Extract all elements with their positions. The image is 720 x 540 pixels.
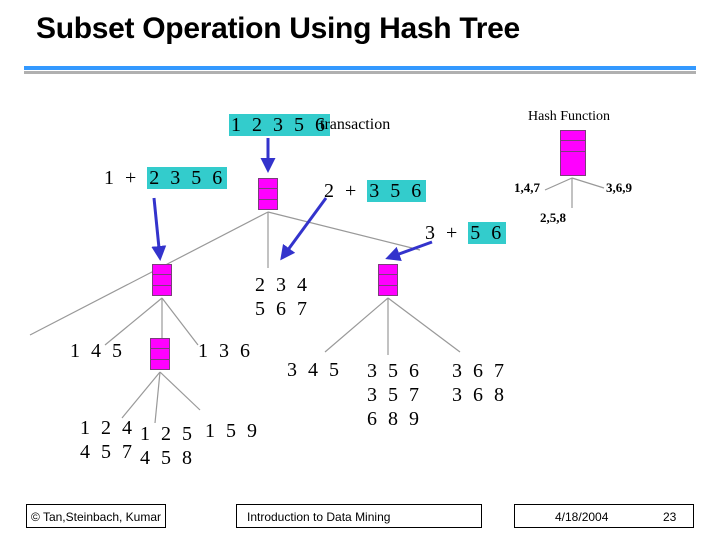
footer-page-number: 23 — [663, 510, 677, 524]
enum-level1-rest: 2 3 5 6 — [147, 167, 228, 189]
hash-branch-369: 3,6,9 — [606, 180, 632, 195]
leaf-136: 1 3 6 — [198, 340, 253, 362]
leaf-125-458: 1 2 5 4 5 8 — [140, 422, 195, 470]
itemset-458: 4 5 8 — [140, 447, 195, 469]
itemset-124: 1 2 4 — [80, 417, 135, 439]
transaction-label: transaction — [320, 116, 391, 133]
enum-level2: 2 + 3 5 6 — [324, 180, 427, 203]
footer-copyright-box: © Tan,Steinbach, Kumar — [26, 504, 166, 528]
itemset-689: 6 8 9 — [367, 408, 422, 430]
itemset-457: 4 5 7 — [80, 441, 135, 463]
enum-level3-prefix: 3 + — [425, 222, 461, 244]
transaction-items-highlight: 1 2 3 5 6 — [229, 114, 330, 136]
itemset-125: 1 2 5 — [140, 423, 195, 445]
footer-date-box: 4/18/2004 23 — [514, 504, 694, 528]
enum-level1: 1 + 2 3 5 6 — [104, 167, 228, 190]
itemset-356: 3 5 6 — [367, 360, 422, 382]
leaf-124-457: 1 2 4 4 5 7 — [80, 416, 135, 464]
title-rule-gray — [24, 71, 696, 74]
enum-level3: 3 + 5 6 — [425, 222, 507, 245]
itemset-367: 3 6 7 — [452, 360, 507, 382]
itemset-357: 3 5 7 — [367, 384, 422, 406]
leaf-234-567: 2 3 4 5 6 7 — [255, 273, 310, 321]
leaf-367-368: 3 6 7 3 6 8 — [452, 359, 507, 407]
enum-level3-rest: 5 6 — [468, 222, 507, 244]
hash-branch-258: 2,5,8 — [540, 210, 566, 225]
enum-level1-prefix: 1 + — [104, 167, 140, 189]
leaf-145: 1 4 5 — [70, 340, 125, 362]
itemset-368: 3 6 8 — [452, 384, 507, 406]
leaf-159: 1 5 9 — [205, 420, 260, 442]
itemset-234: 2 3 4 — [255, 274, 310, 296]
enum-level2-rest: 3 5 6 — [367, 180, 427, 202]
footer-copyright: © Tan,Steinbach, Kumar — [31, 510, 162, 524]
transaction-items: 1 2 3 5 6 — [229, 114, 330, 137]
leaf-345: 3 4 5 — [287, 359, 342, 381]
hash-function-label: Hash Function — [528, 109, 611, 124]
hash-tree-left-left-node — [150, 338, 170, 370]
footer-date: 4/18/2004 — [555, 510, 609, 524]
hash-tree-root-node — [258, 178, 278, 210]
hash-function-node — [560, 130, 586, 176]
slide-title: Subset Operation Using Hash Tree — [36, 12, 520, 45]
hash-branch-147: 1,4,7 — [514, 180, 540, 195]
tree-branches — [29, 177, 605, 424]
leaf-356-357-689: 3 5 6 3 5 7 6 8 9 — [367, 359, 422, 431]
title-rule-blue — [24, 66, 696, 70]
enum-level2-prefix: 2 + — [324, 180, 360, 202]
hash-tree-left-node — [152, 264, 172, 296]
hash-tree-right-node — [378, 264, 398, 296]
footer-course: Introduction to Data Mining — [247, 510, 391, 524]
footer-course-box: Introduction to Data Mining — [236, 504, 482, 528]
itemset-567: 5 6 7 — [255, 298, 310, 320]
lookup-arrows — [151, 138, 433, 261]
